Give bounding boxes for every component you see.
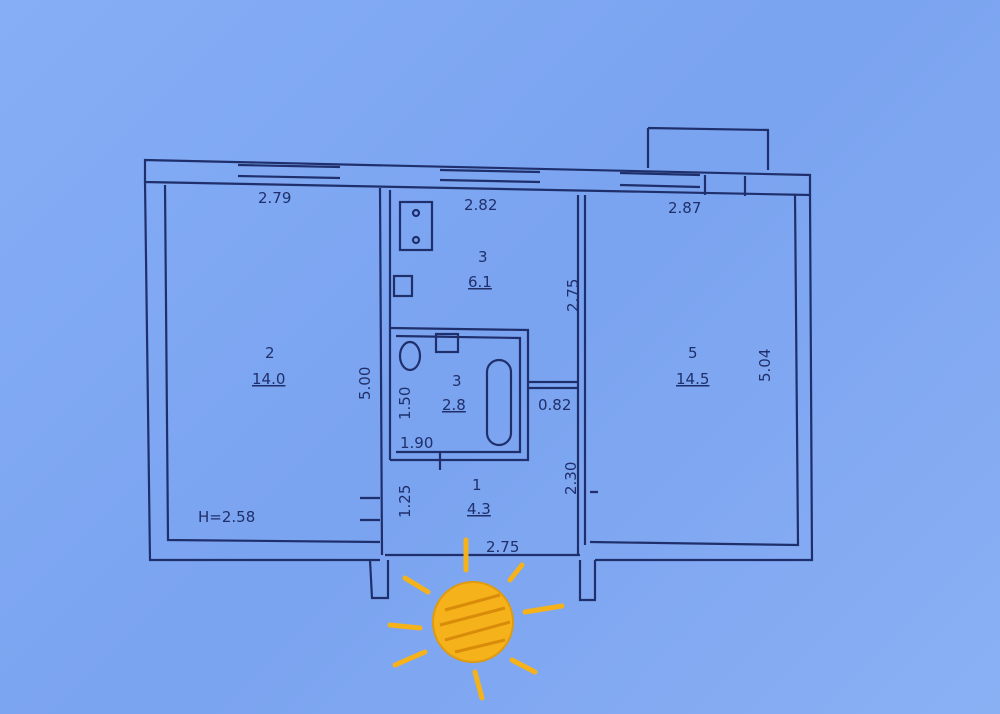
dimension-label: 0.82 bbox=[538, 396, 571, 414]
fixtures bbox=[392, 200, 513, 447]
bathtub-icon bbox=[485, 358, 513, 447]
room-number: 5 bbox=[688, 344, 698, 362]
sink-icon bbox=[392, 274, 414, 298]
dimension-label: 2.75 bbox=[564, 279, 582, 312]
sun-icon bbox=[387, 537, 565, 701]
sink-icon bbox=[434, 332, 460, 354]
room-area: 14.0 bbox=[252, 370, 285, 388]
room-area: 2.8 bbox=[442, 396, 466, 414]
room-area: 4.3 bbox=[467, 500, 491, 518]
ceiling-height-label: H=2.58 bbox=[198, 508, 255, 526]
room-number: 2 bbox=[265, 344, 275, 362]
room-area: 6.1 bbox=[468, 273, 492, 291]
dimension-label: 1.25 bbox=[396, 485, 414, 518]
dimension-label: 5.04 bbox=[756, 349, 774, 382]
dimension-label: 2.30 bbox=[562, 462, 580, 495]
room-number: 3 bbox=[478, 248, 488, 266]
walls bbox=[143, 126, 814, 602]
room-number: 3 bbox=[452, 372, 462, 390]
dimension-label: 2.87 bbox=[668, 199, 701, 217]
stove-icon bbox=[398, 200, 434, 252]
dimension-label: 1.50 bbox=[396, 387, 414, 420]
room-area: 14.5 bbox=[676, 370, 709, 388]
dimension-label: 2.82 bbox=[464, 196, 497, 214]
dimension-label: 1.90 bbox=[400, 434, 433, 452]
toilet-icon bbox=[398, 340, 422, 372]
room-number: 1 bbox=[472, 476, 482, 494]
dimension-label: 2.79 bbox=[258, 189, 291, 207]
dimension-label: 2.75 bbox=[486, 538, 519, 556]
labels: 2.79 2.82 2.87 2 14.0 3 6.1 3 2.8 1 4.3 … bbox=[198, 189, 774, 556]
dimension-label: 5.00 bbox=[356, 367, 374, 400]
